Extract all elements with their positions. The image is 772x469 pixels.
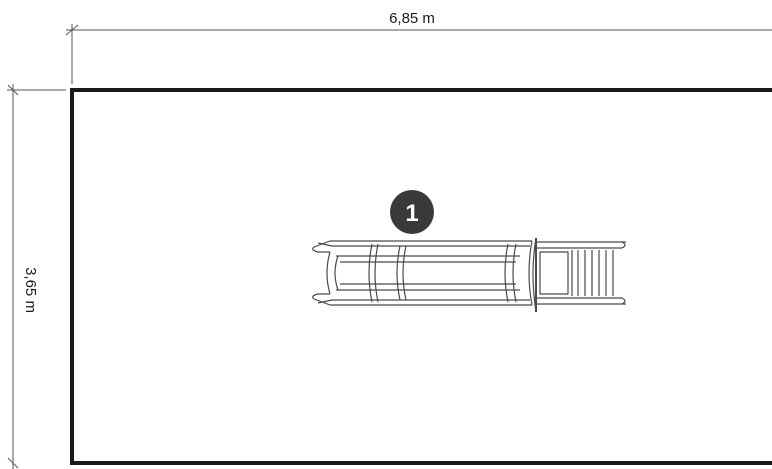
slide-joint xyxy=(368,243,373,303)
slide-exit-lip-bottom xyxy=(312,293,330,300)
slide-icon xyxy=(312,237,626,313)
slide-joint xyxy=(396,245,401,301)
slide-joint xyxy=(504,243,509,303)
marker-number: 1 xyxy=(405,200,418,227)
height-label: 3,65 m xyxy=(22,267,39,313)
slide-rail-top-outer xyxy=(313,240,532,248)
slide-joint xyxy=(512,243,517,303)
ladder-end-cap-top xyxy=(621,241,626,249)
slide-exit-curve xyxy=(326,251,331,295)
slide-rail-top xyxy=(317,242,530,247)
height-dimension-tick xyxy=(7,84,19,96)
height-dimension-tick-bottom xyxy=(7,457,19,469)
height-dimension: 3,65 m xyxy=(7,84,66,469)
slide-joint xyxy=(374,243,379,303)
slide-rail-bottom-outer xyxy=(313,298,532,306)
equipment-marker: 1 xyxy=(390,190,434,234)
slide-joint xyxy=(402,245,407,301)
play-area-boundary xyxy=(70,88,772,465)
numbered-circle-icon xyxy=(390,190,434,234)
width-label: 6,85 m xyxy=(389,10,435,27)
width-dimension-tick xyxy=(65,24,79,36)
slide-rail-bottom xyxy=(317,299,530,304)
slide-platform xyxy=(539,251,569,295)
slide-exit-lip-top xyxy=(312,246,330,253)
slide-hood xyxy=(528,240,533,306)
slide-exit-curve-inner xyxy=(334,255,339,291)
width-dimension: 6,85 m xyxy=(65,10,772,84)
ladder-end-cap-bottom xyxy=(621,297,626,305)
